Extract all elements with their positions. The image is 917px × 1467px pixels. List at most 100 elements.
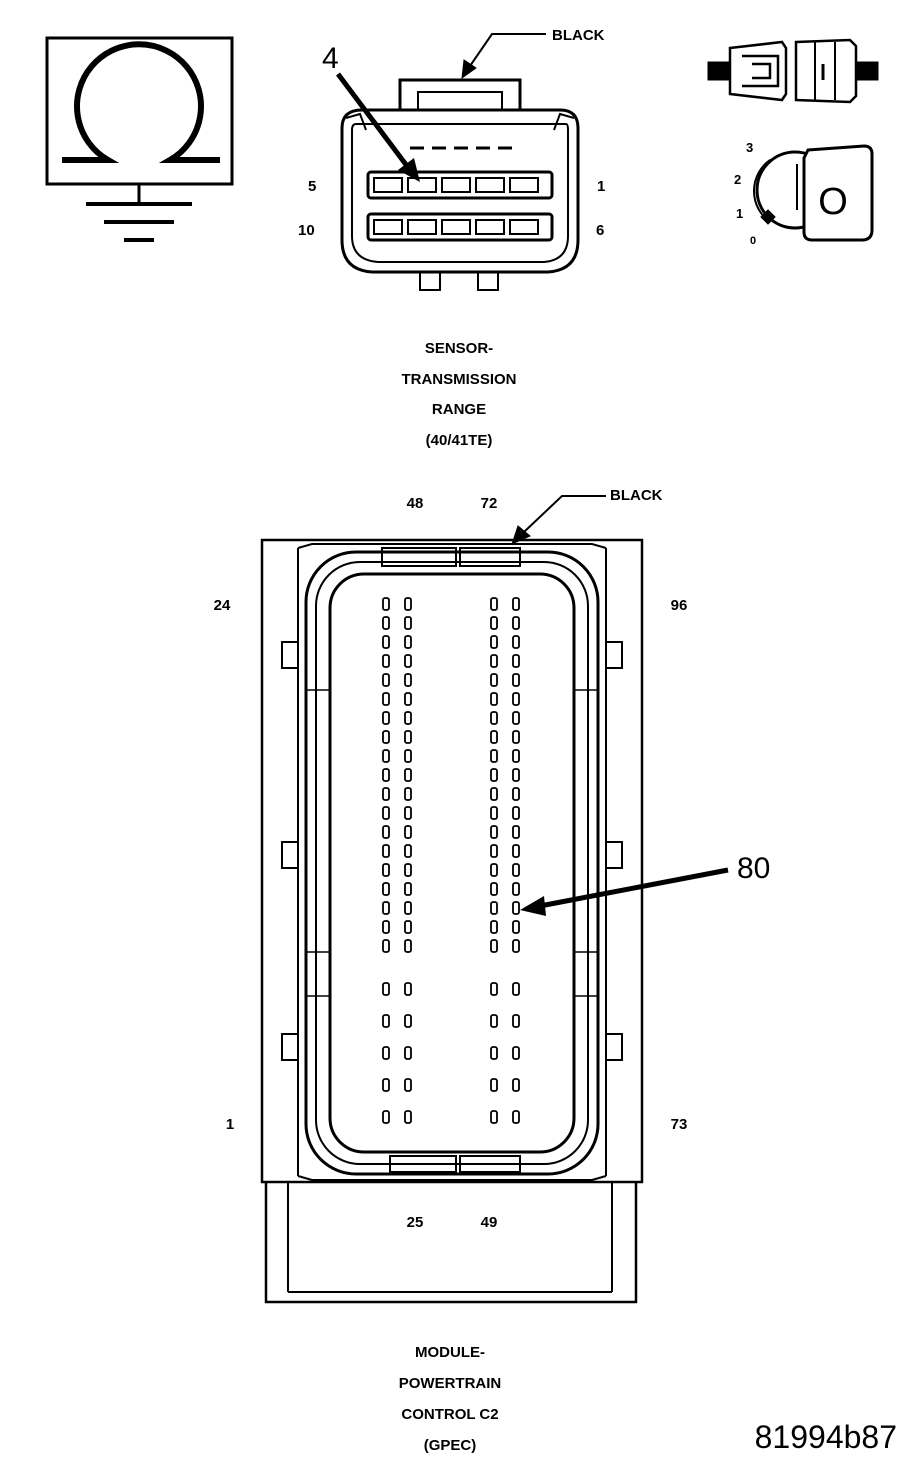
- pcm-pin: [404, 901, 412, 915]
- pcm-pin: [404, 844, 412, 858]
- pcm-pin: [512, 730, 520, 744]
- pcm-pin: [512, 1078, 520, 1092]
- pcm-pin-label-25: 25: [407, 1214, 424, 1231]
- pcm-pin: [404, 806, 412, 820]
- pcm-pin: [512, 1046, 520, 1060]
- pcm-pin: [382, 1110, 390, 1124]
- ignition-key-icon: O: [753, 144, 874, 242]
- sensor-connector: [340, 78, 580, 291]
- pcm-pin: [490, 982, 498, 996]
- pcm-pin: [512, 673, 520, 687]
- document-id: 81994b87: [755, 1419, 897, 1455]
- pcm-pin-label-72: 72: [481, 495, 498, 512]
- sensor-callout-arrow: [336, 72, 420, 182]
- pcm-pin: [404, 597, 412, 611]
- sensor-pins-row2: [373, 219, 539, 235]
- pcm-pin: [404, 982, 412, 996]
- pcm-pin: [490, 768, 498, 782]
- pcm-pin: [512, 787, 520, 801]
- pcm-callout-arrow: [520, 867, 729, 916]
- sensor-color-label: BLACK: [552, 27, 605, 44]
- pcm-pin-label-24: 24: [214, 597, 231, 614]
- pcm-pin: [512, 692, 520, 706]
- pcm-pin-grid: [382, 597, 520, 1124]
- pcm-caption-line-4: (GPEC): [424, 1437, 477, 1454]
- pcm-color-label: BLACK: [610, 487, 663, 504]
- pcm-pin: [512, 711, 520, 725]
- pcm-connector: [260, 538, 644, 1304]
- pcm-pin: [512, 768, 520, 782]
- pcm-pin: [404, 939, 412, 953]
- pcm-pin: [404, 692, 412, 706]
- key-letter: O: [818, 181, 848, 223]
- pcm-pin: [490, 787, 498, 801]
- pcm-pin: [512, 863, 520, 877]
- pcm-pin: [404, 920, 412, 934]
- pcm-pin: [404, 768, 412, 782]
- pcm-pin: [512, 825, 520, 839]
- pcm-pin: [512, 1110, 520, 1124]
- pcm-pin: [512, 920, 520, 934]
- pcm-pin: [490, 673, 498, 687]
- pcm-pin: [490, 730, 498, 744]
- pcm-pin: [382, 692, 390, 706]
- pcm-pin: [490, 882, 498, 896]
- pcm-pin: [490, 654, 498, 668]
- pcm-pin: [512, 806, 520, 820]
- pcm-pin: [490, 825, 498, 839]
- pcm-pin: [490, 616, 498, 630]
- pcm-pin: [490, 939, 498, 953]
- pcm-pin: [404, 1110, 412, 1124]
- pcm-pin: [404, 825, 412, 839]
- pcm-pin: [404, 1014, 412, 1028]
- pcm-pin: [490, 749, 498, 763]
- pcm-pin: [404, 749, 412, 763]
- pcm-pin: [490, 597, 498, 611]
- pcm-color-leader: [511, 495, 606, 545]
- sensor-caption-line-4: (40/41TE): [426, 432, 493, 449]
- pcm-pin: [382, 825, 390, 839]
- pcm-pin: [382, 711, 390, 725]
- pcm-pin: [382, 616, 390, 630]
- ohmmeter-icon: [45, 36, 234, 242]
- pcm-caption-line-1: MODULE-: [415, 1344, 485, 1361]
- sensor-caption-line-2: TRANSMISSION: [401, 371, 516, 388]
- key-position-3: 3: [746, 140, 753, 155]
- pcm-pin: [382, 882, 390, 896]
- pcm-pin-label-49: 49: [481, 1214, 498, 1231]
- pcm-pin-label-96: 96: [671, 597, 688, 614]
- pcm-pin: [382, 1046, 390, 1060]
- pcm-pin: [512, 901, 520, 915]
- pcm-pin: [382, 787, 390, 801]
- pcm-pin: [382, 635, 390, 649]
- pcm-pin: [404, 711, 412, 725]
- pcm-pin: [490, 806, 498, 820]
- pcm-pin: [404, 730, 412, 744]
- test-probe-icon: [707, 38, 879, 104]
- pcm-pin: [490, 1078, 498, 1092]
- sensor-callout-pin: 4: [322, 42, 339, 75]
- pcm-pin: [382, 982, 390, 996]
- pcm-pin: [512, 654, 520, 668]
- key-position-2: 2: [734, 172, 741, 187]
- pcm-pin: [382, 806, 390, 820]
- sensor-pin-label-bottom-left: 10: [298, 222, 315, 239]
- pcm-pin: [512, 597, 520, 611]
- pcm-pin: [382, 768, 390, 782]
- pcm-pin: [512, 1014, 520, 1028]
- pcm-pin-label-1: 1: [226, 1116, 234, 1133]
- key-position-0: 0: [750, 235, 756, 247]
- pcm-pin: [382, 1078, 390, 1092]
- pcm-pin: [404, 1078, 412, 1092]
- sensor-color-leader: [461, 33, 546, 80]
- sensor-pin-label-top-right: 1: [597, 178, 605, 195]
- pcm-caption-line-3: CONTROL C2: [401, 1406, 498, 1423]
- pcm-pin: [382, 597, 390, 611]
- pcm-caption-line-2: POWERTRAIN: [399, 1375, 502, 1392]
- pcm-pin: [490, 863, 498, 877]
- pcm-pin: [382, 863, 390, 877]
- sensor-pin-label-bottom-right: 6: [596, 222, 604, 239]
- sensor-pins-row1: [373, 177, 539, 193]
- pcm-pin: [404, 635, 412, 649]
- pcm-pin: [382, 673, 390, 687]
